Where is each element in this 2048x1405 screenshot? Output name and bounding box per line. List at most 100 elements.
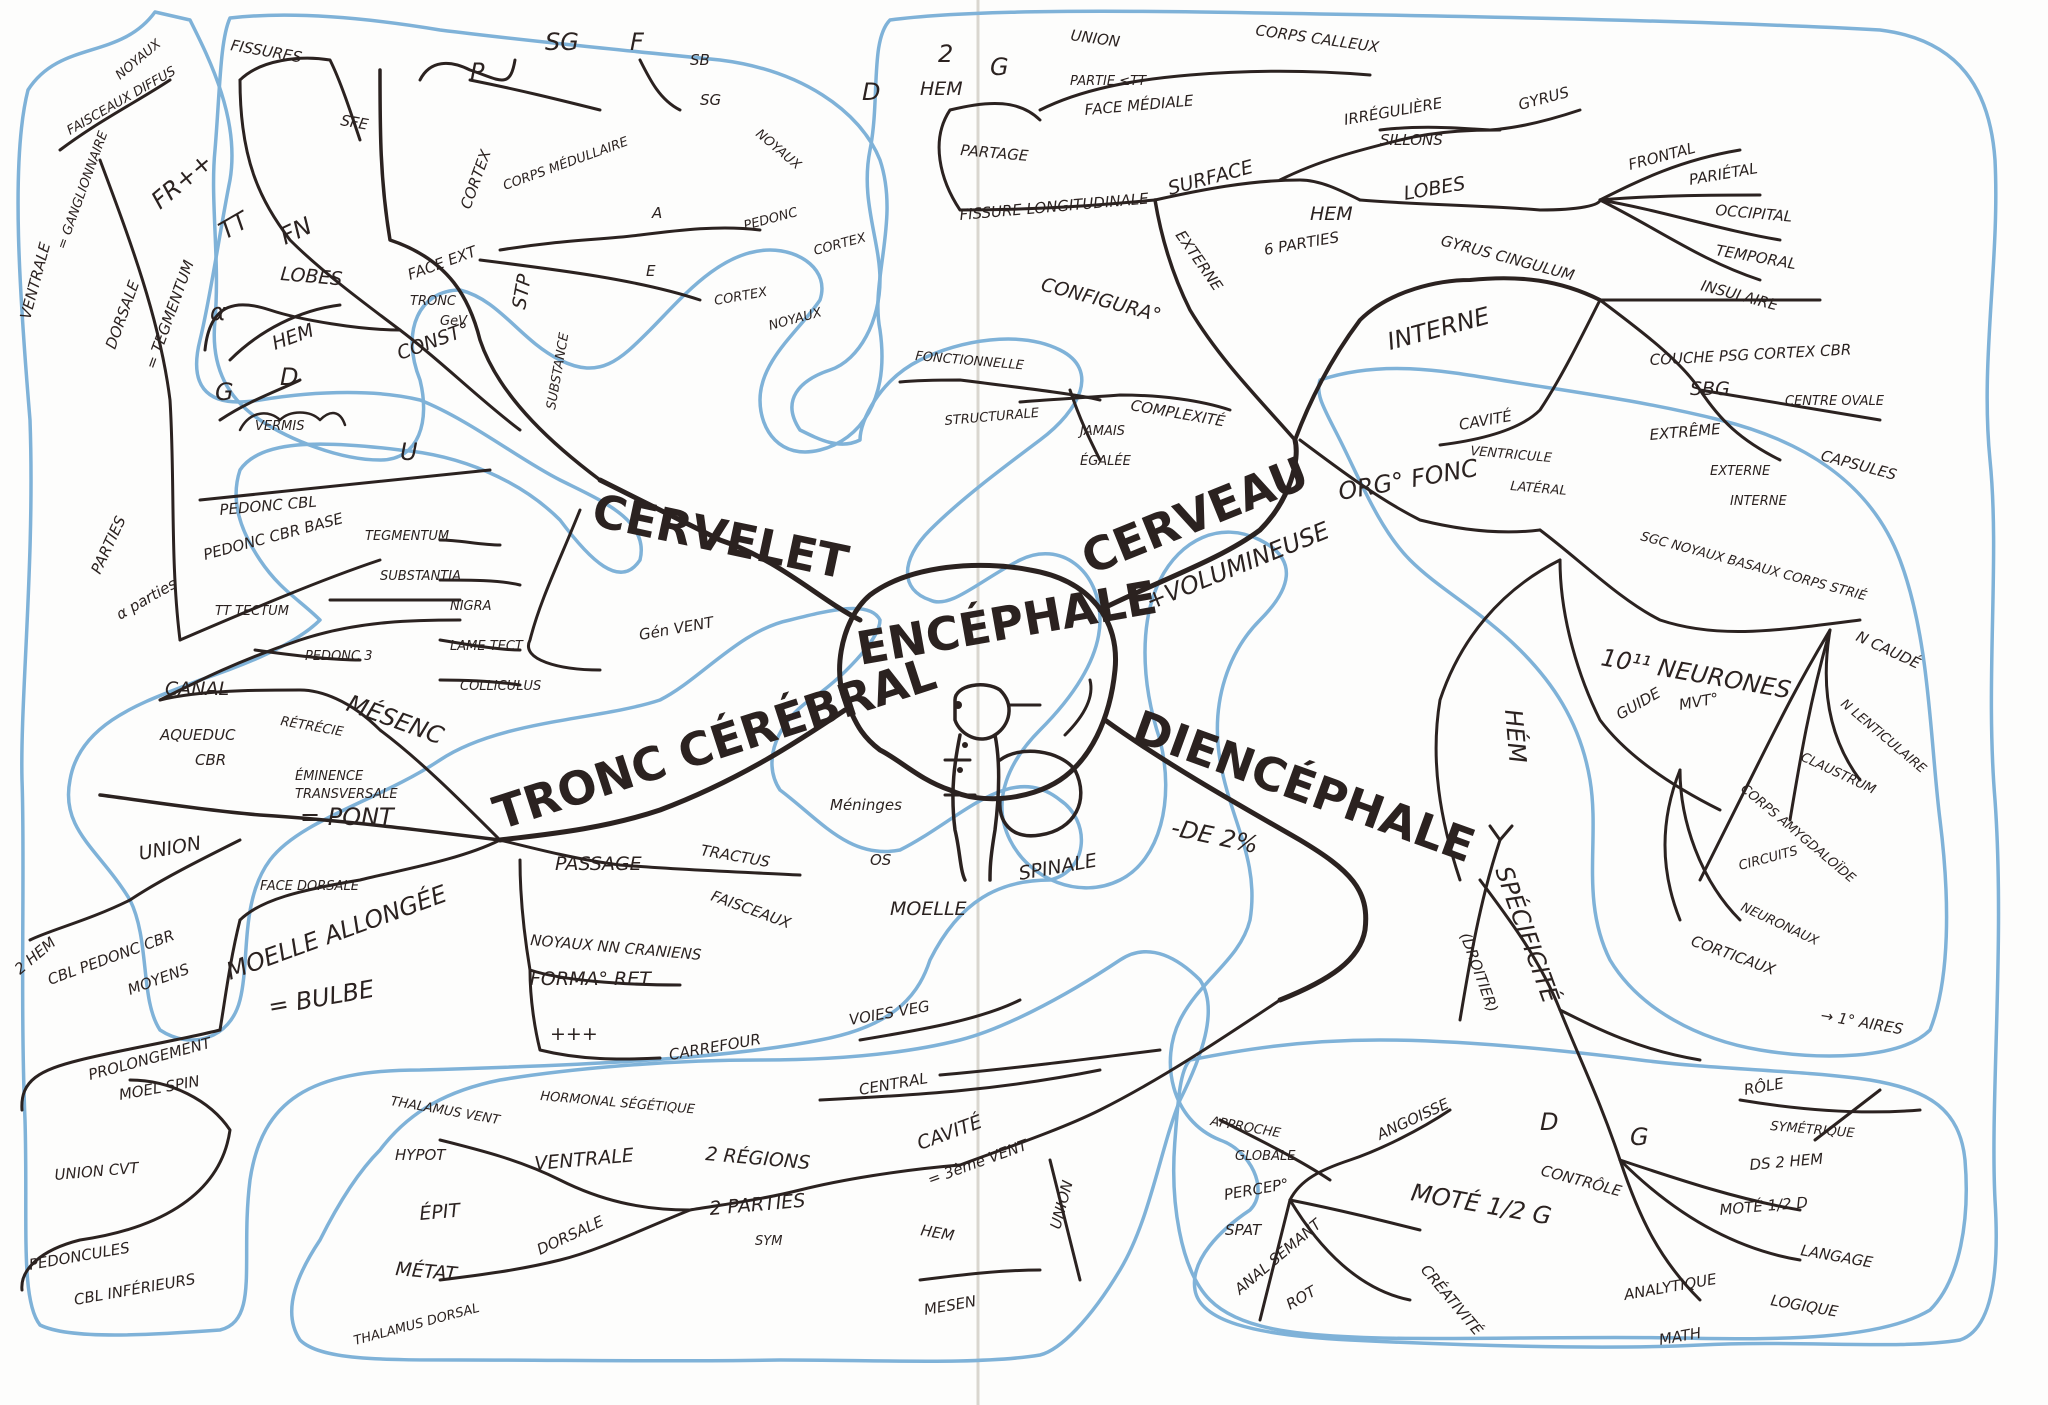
label-alpha-parties: α parties [113, 574, 180, 623]
label-sg: SG [545, 28, 579, 56]
label-union-dience: UNION [1046, 1178, 1076, 1231]
label-forma-ret: FORMA° RET [530, 968, 652, 990]
label-angoisse: ANGOISSE [1373, 1094, 1452, 1144]
label-hypot: HYPOT [395, 1146, 447, 1164]
label-couche: COUCHE PSG CORTEX CBR [1649, 340, 1851, 369]
label-sfe: SFE [339, 111, 370, 134]
label-spinale: SPINALE [1017, 850, 1099, 885]
label-u: U [400, 438, 418, 466]
label-cbr: CBR [195, 751, 226, 769]
label-colliculus: COLLICULUS [460, 679, 541, 694]
label-sym: SYM [755, 1234, 782, 1249]
label-gen-vent: Gén VENT [638, 613, 717, 644]
label-corticaux: CORTICAUX [1689, 932, 1779, 979]
link-center-dience [1102, 717, 1369, 1003]
center-brain-drawing [837, 562, 1119, 882]
label-dorsale: DORSALE [102, 278, 144, 352]
label-corps-medullaire: CORPS MÉDULLAIRE [501, 133, 631, 193]
label-bulbe: = BULBE [266, 975, 377, 1021]
label-cbl-inf: CBL INFÉRIEURS [72, 1269, 197, 1309]
label-circuits: CIRCUITS [1737, 844, 1799, 874]
branch-cervelet: CERVELET [588, 483, 854, 590]
label-tractus: TRACTUS [699, 841, 772, 871]
label-mvt: MVT° [1678, 689, 1720, 714]
label-moelle-allongee: MOELLE ALLONGÉE [222, 879, 451, 986]
label-fn: FN [276, 212, 317, 251]
label-metat: MÉTAT [395, 1257, 460, 1285]
branch-dience: DIENCÉPHALE [1126, 700, 1482, 874]
label-n-caude: N CAUDÉ [1853, 626, 1924, 672]
label-de-2pct: -DE 2% [1169, 813, 1261, 859]
label-pont: = PONT [300, 803, 396, 831]
label-a: A [651, 204, 662, 222]
label-sillons: SILLONS [1380, 131, 1443, 149]
label-g-cerveau: G [990, 53, 1009, 81]
link-center-cerveau [1097, 437, 1299, 613]
label-d-cerveau: D [862, 78, 880, 106]
label-guide: GUIDE [1613, 684, 1664, 724]
label-aqueduc: AQUEDUC [159, 726, 236, 744]
label-fissures: FISSURES [229, 36, 303, 66]
label-noyaux: NOYAUX [752, 127, 804, 174]
dience-labels: CARREFOUR VOIES VEG HORMONAL SÉGÉTIQUE C… [352, 997, 1077, 1349]
label-stp: STP [508, 272, 536, 311]
label-union-cvt: UNION CVT [54, 1159, 141, 1184]
label-claustrum: CLAUSTRUM [1798, 750, 1877, 798]
label-controle: CONTRÔLE [1539, 1161, 1624, 1201]
label-dorsale-dience: DORSALE [534, 1212, 607, 1259]
label-sbg: SBG [1690, 378, 1730, 400]
outline-tronc-outer [16, 10, 1083, 1337]
label-insulaire: INSULAIRE [1699, 276, 1781, 314]
label-tt-tectum: TT TECTUM [215, 604, 289, 619]
label-cavite-dience: CAVITÉ [914, 1110, 985, 1155]
label-analytique: ANALYTIQUE [1622, 1270, 1719, 1304]
label-extreme: EXTRÊME [1649, 419, 1722, 444]
label-vermis: VERMIS [255, 419, 304, 434]
label-fissure: FISSURE LONGITUDINALE [959, 189, 1150, 224]
label-hem-dience: HEM [919, 1221, 955, 1245]
label-face-ext: FACE EXT [405, 242, 480, 284]
label-moyens: MOYENS [125, 960, 192, 999]
label-partage: PARTAGE [960, 141, 1030, 165]
label-retrecie: RÉTRÉCIE [279, 713, 345, 740]
label-structurale: STRUCTURALE [944, 406, 1040, 429]
label-moel-spin: MOEL SPIN [118, 1072, 201, 1104]
label-nigra: NIGRA [450, 599, 492, 614]
label-tegmentum: TEGMENTUM [365, 529, 449, 544]
label-surface: SURFACE [1166, 156, 1256, 200]
label-union: UNION [137, 832, 203, 865]
label-approche: APPROCHE [1208, 1114, 1282, 1141]
label-tegmentum2: = TEGMENTUM [142, 258, 198, 372]
label-thal-dorsal: THALAMUS DORSAL [352, 1301, 481, 1349]
label-pedoncules: PEDONCULES [28, 1238, 132, 1274]
label-g2: G [1630, 1123, 1649, 1151]
label-hem-cerveau: HEM [920, 78, 963, 100]
label-p: P [470, 58, 485, 86]
label-epit: ÉPIT [418, 1198, 462, 1225]
label-cortex3: CORTEX [713, 285, 769, 309]
label-plus: +++ [550, 1023, 598, 1045]
label-interne: INTERNE [1384, 301, 1493, 355]
link-center-tronc [497, 707, 848, 843]
label-role: RÔLE [1742, 1073, 1785, 1099]
label-gyrus: GYRUS [1516, 83, 1571, 114]
label-spat: SPAT [1225, 1221, 1263, 1239]
label-voies: VOIES VEG [848, 997, 932, 1029]
label-corps-amyg: CORPS AMYGDALOÏDE [1737, 781, 1859, 887]
label-aires: → 1° AIRES [1819, 1006, 1905, 1038]
label-rot: ROT [1283, 1281, 1321, 1313]
label-transversale: TRANSVERSALE [295, 787, 398, 802]
label-fonctionnelle: FONCTIONNELLE [915, 349, 1026, 374]
label-ds-2hem: DS 2 HEM [1749, 1150, 1824, 1174]
label-sb: SB [690, 51, 710, 69]
strike-symetrique [1813, 1088, 1882, 1142]
label-gev: GeV [440, 314, 468, 329]
label-union-cerveau: UNION [1069, 26, 1121, 51]
link-center-cervelet [597, 477, 863, 623]
label-egalee: ÉGALÉE [1080, 453, 1132, 469]
label-occipital: OCCIPITAL [1715, 201, 1793, 226]
label-interne2: INTERNE [1730, 494, 1787, 509]
outline-dience [290, 950, 1210, 1363]
label-d2: D [1540, 1108, 1558, 1136]
